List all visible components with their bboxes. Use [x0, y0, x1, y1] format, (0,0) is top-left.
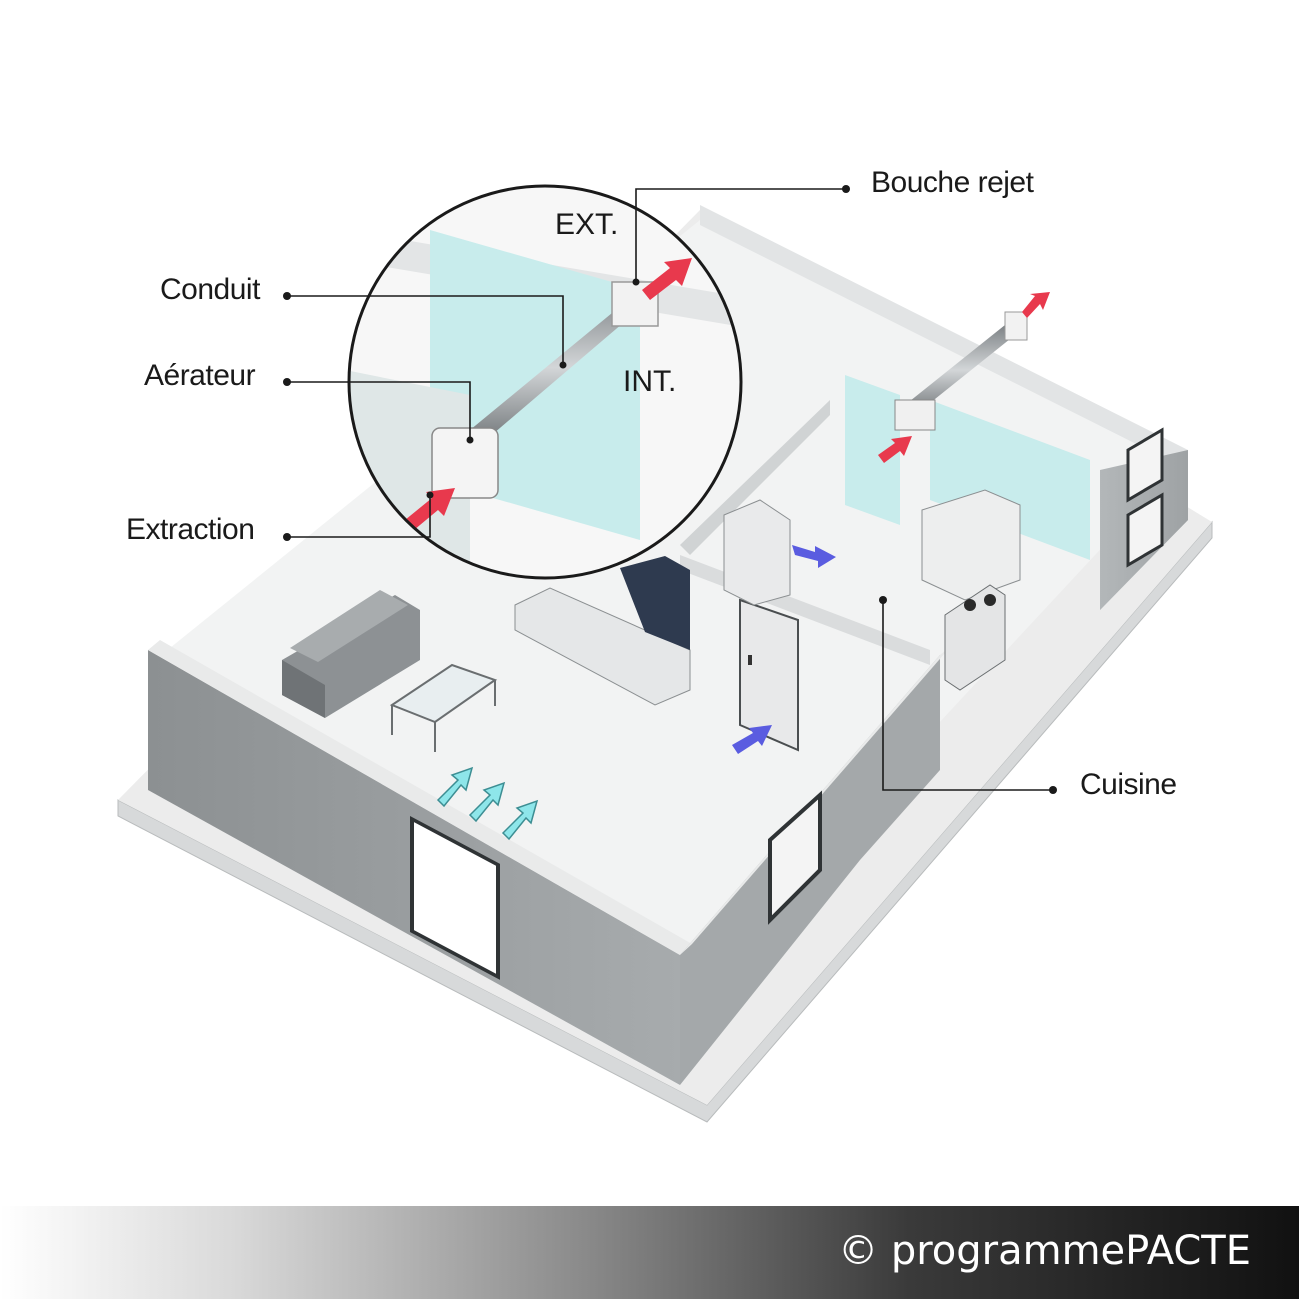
label-cuisine: Cuisine [1080, 768, 1177, 801]
label-aerateur: Aérateur [144, 359, 256, 392]
sofa [282, 590, 420, 718]
leader-conduit [287, 295, 564, 365]
transfer-arrow-door [732, 725, 772, 754]
label-conduit: Conduit [160, 273, 260, 306]
label-ext: EXT. [555, 208, 619, 241]
leader-extraction [287, 495, 431, 538]
bath-wall [845, 375, 900, 525]
leader-bouche-rejet [635, 188, 846, 282]
house-aerator [894, 399, 936, 431]
inset-aerator [431, 427, 499, 499]
transfer-arrow-bath [792, 545, 836, 568]
kitchen-cabinets [921, 489, 1021, 691]
side-window [768, 790, 822, 925]
door [739, 598, 799, 752]
leader-cuisine [882, 600, 1053, 791]
house-duct [894, 311, 1028, 431]
fresh-air-arrows [436, 766, 539, 841]
extract-arrow-house [878, 436, 912, 463]
copyright-text: © programmePACTE [838, 1228, 1251, 1274]
tv-cabinet [514, 556, 691, 706]
kitchen-wall [930, 400, 1090, 560]
leader-dots [283, 185, 1057, 794]
exhaust-arrow-house [1022, 292, 1050, 318]
inset-duct [470, 290, 650, 445]
coffee-table [389, 663, 498, 752]
house-outlet [1004, 311, 1028, 341]
partition-bath [680, 400, 830, 555]
leader-lines [287, 188, 1053, 791]
label-int: INT. [623, 365, 677, 398]
front-window [410, 816, 500, 980]
footer-gradient-band [0, 1206, 1299, 1299]
front-wall-top [148, 640, 692, 955]
label-bouche-rejet: Bouche rejet [871, 166, 1034, 199]
inset-exhaust-arrow [642, 258, 692, 300]
leader-aerateur [287, 381, 471, 440]
right-windows [1126, 427, 1164, 568]
label-extraction: Extraction [126, 513, 255, 546]
fridge [723, 499, 791, 606]
back-wall-right [700, 205, 1188, 470]
